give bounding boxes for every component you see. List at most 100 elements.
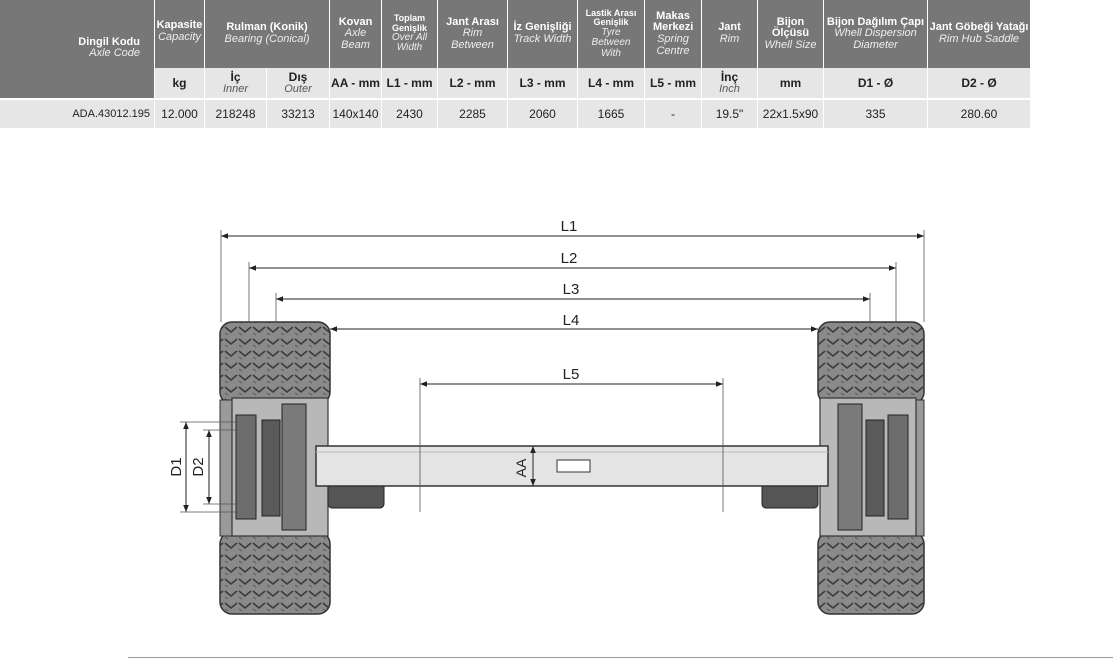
- header-tyre-between: Lastik Arası Genişlik Tyre Between With: [578, 0, 645, 68]
- right-wheel: [761, 321, 925, 615]
- l5-label: L5: [563, 366, 580, 383]
- header-overall-width: Toplam Genişlik Over All Width: [382, 0, 438, 68]
- spec-table: Dingil Kodu Axle Code Kapasite Capacity …: [0, 0, 1113, 130]
- header-axle-code: Dingil Kodu Axle Code: [0, 0, 155, 68]
- header-spring-centre: Makas Merkezi Spring Centre: [645, 0, 702, 68]
- header-axle-beam-en: Axle Beam: [341, 27, 370, 51]
- cell-axle-beam: 140x140: [330, 100, 382, 128]
- unit-kg-tr: kg: [172, 75, 187, 90]
- right-bolts: [887, 414, 909, 520]
- header-rim-hub-saddle-en: Rim Hub Saddle: [938, 33, 1020, 45]
- cell-l4: 1665: [578, 100, 645, 128]
- left-brake-drum: [281, 403, 307, 531]
- unit-outer-en: Outer: [284, 82, 312, 95]
- header-track-width: İz Genişliği Track Width: [508, 0, 578, 68]
- unit-outer: Dış Outer: [267, 68, 330, 98]
- unit-l1: L1 - mm: [382, 68, 438, 98]
- unit-inch: İnç Inch: [702, 68, 758, 98]
- unit-kg: kg: [155, 68, 205, 98]
- left-spring: [261, 419, 281, 517]
- aa-label: AA: [513, 458, 529, 477]
- d2-label: D2: [190, 457, 207, 476]
- unit-aa-tr: AA - mm: [331, 75, 380, 90]
- unit-inner: İç Inner: [205, 68, 267, 98]
- header-whell-size-en: Whell Size: [764, 38, 817, 51]
- l4-label: L4: [563, 312, 580, 329]
- header-rim-between-tr: Jant Arası: [446, 15, 499, 28]
- unit-outer-tr: Dış: [288, 69, 308, 84]
- unit-l5: L5 - mm: [645, 68, 702, 98]
- header-axle-beam: Kovan Axle Beam: [330, 0, 382, 68]
- header-rim-hub-saddle-tr: Jant Göbeği Yatağı: [929, 21, 1029, 34]
- header-whell-dispersion-tr: Bijon Dağılım Çapı: [826, 15, 925, 28]
- unit-inner-en: Inner: [222, 82, 249, 95]
- right-spring: [865, 419, 885, 517]
- unit-aa: AA - mm: [330, 68, 382, 98]
- unit-l1-tr: L1 - mm: [386, 75, 433, 90]
- unit-l3-tr: L3 - mm: [519, 75, 566, 90]
- header-bearing-en: Bearing (Conical): [224, 33, 310, 45]
- unit-l2-tr: L2 - mm: [449, 75, 496, 90]
- l3-label: L3: [563, 281, 580, 298]
- l2-label: L2: [561, 250, 578, 267]
- unit-inch-tr: İnç: [720, 69, 739, 84]
- header-overall-width-tr: Toplam Genişlik: [391, 13, 427, 33]
- header-bearing-tr: Rulman (Konik): [226, 21, 308, 34]
- header-spring-centre-tr: Makas Merkezi: [653, 9, 694, 34]
- header-whell-dispersion: Bijon Dağılım Çapı Whell Dispersion Diam…: [824, 0, 928, 68]
- cell-d1: 335: [824, 100, 928, 128]
- unit-l3: L3 - mm: [508, 68, 578, 98]
- header-rim-hub-saddle: Jant Göbeği Yatağı Rim Hub Saddle: [928, 0, 1030, 68]
- right-brake-drum: [837, 403, 863, 531]
- cell-l5: -: [645, 100, 702, 128]
- unit-d2: D2 - Ø: [928, 68, 1030, 98]
- cell-bearing-outer: 33213: [267, 100, 330, 128]
- bottom-divider: [128, 657, 1113, 658]
- header-axle-beam-tr: Kovan: [338, 15, 373, 28]
- unit-d1-tr: D1 - Ø: [857, 75, 894, 90]
- cell-rim: 19.5": [702, 100, 758, 128]
- unit-d1: D1 - Ø: [824, 68, 928, 98]
- right-tyre-bottom: [817, 531, 925, 615]
- cell-l2: 2285: [438, 100, 508, 128]
- header-tyre-between-tr: Lastik Arası Genişlik: [585, 7, 637, 28]
- axle-label-plate: [556, 459, 591, 473]
- header-rim: Jant Rim: [702, 0, 758, 68]
- cell-capacity: 12.000: [155, 100, 205, 128]
- header-whell-dispersion-en: Whell Dispersion Diameter: [834, 27, 917, 51]
- header-axle-code-en: Axle Code: [89, 47, 140, 60]
- header-rim-between-en: Rim Between: [451, 27, 494, 51]
- header-whell-size: Bijon Ölçüsü Whell Size: [758, 0, 824, 68]
- header-capacity-tr: Kapasite: [156, 19, 203, 31]
- unit-mm: mm: [758, 68, 824, 98]
- header-bearing: Rulman (Konik) Bearing (Conical): [205, 0, 330, 68]
- cell-bearing-inner: 218248: [205, 100, 267, 128]
- unit-l4-tr: L4 - mm: [587, 75, 634, 90]
- header-spring-centre-en: Spring Centre: [656, 33, 690, 57]
- header-track-width-en: Track Width: [513, 33, 572, 45]
- header-overall-width-en: Over All Width: [391, 31, 428, 54]
- cell-d2: 280.60: [928, 100, 1030, 128]
- left-wheel: [219, 321, 385, 615]
- cell-axle-code: ADA.43012.195: [0, 100, 155, 128]
- header-capacity-en: Capacity: [158, 30, 201, 43]
- header-rim-between: Jant Arası Rim Between: [438, 0, 508, 68]
- l1-label: L1: [561, 218, 578, 235]
- cell-l1: 2430: [382, 100, 438, 128]
- header-axle-code-tr: Dingil Kodu: [78, 35, 140, 48]
- unit-inch-en: Inch: [719, 82, 740, 95]
- header-whell-size-tr: Bijon Ölçüsü: [771, 15, 810, 40]
- unit-l2: L2 - mm: [438, 68, 508, 98]
- unit-l5-tr: L5 - mm: [649, 75, 696, 90]
- unit-inner-tr: İç: [230, 69, 241, 84]
- unit-d2-tr: D2 - Ø: [961, 75, 997, 90]
- unit-l4: L4 - mm: [578, 68, 645, 98]
- unit-axle-code-spacer: [0, 68, 155, 98]
- header-tyre-between-en: Tyre Between With: [591, 26, 631, 59]
- unit-mm-tr: mm: [779, 75, 802, 90]
- cell-l3: 2060: [508, 100, 578, 128]
- left-bolts: [235, 414, 257, 520]
- left-tyre-bottom: [219, 531, 331, 615]
- cell-whell-size: 22x1.5x90: [758, 100, 824, 128]
